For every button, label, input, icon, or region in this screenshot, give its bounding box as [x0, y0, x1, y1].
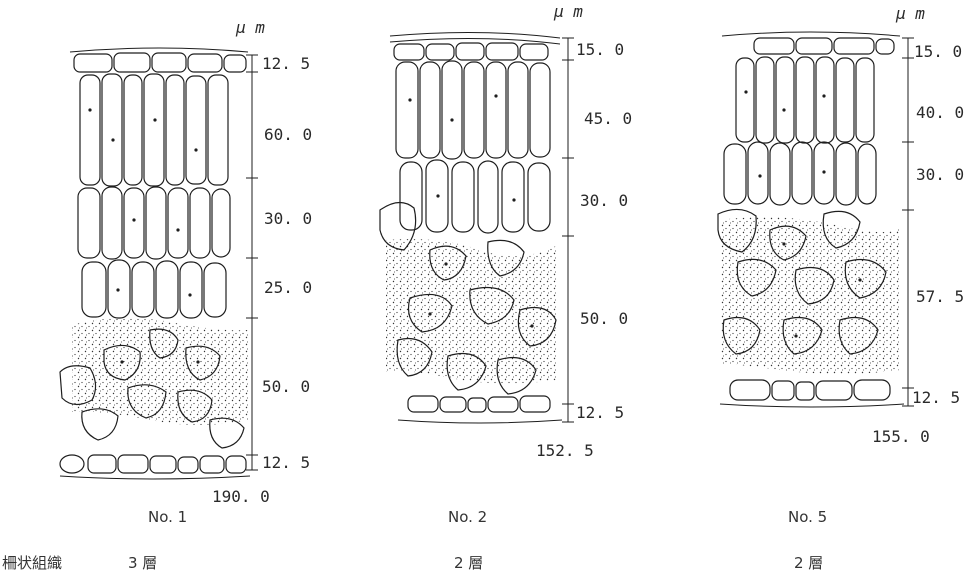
section-no5-layer-1: 15. 0	[914, 42, 962, 61]
palisade-count-no5: 2 層	[794, 554, 823, 572]
section-no1-layer-4: 25. 0	[264, 278, 312, 297]
section-no2-layer-3: 30. 0	[580, 191, 628, 210]
palisade-layer-row: 柵状組織 3 層 2 層 2 層	[2, 554, 823, 572]
section-no2-drawing	[380, 32, 562, 423]
section-no1-layer-1: 12. 5	[262, 54, 310, 73]
section-no1-layer-6: 12. 5	[262, 453, 310, 472]
section-no2-unit-label: μ m	[553, 2, 583, 21]
section-no1-caption: No. 1	[148, 508, 187, 526]
section-no5-drawing	[718, 32, 904, 407]
palisade-count-no2: 2 層	[454, 554, 483, 572]
section-no1-unit-label: μ m	[235, 18, 265, 37]
section-no1-layer-3: 30. 0	[264, 209, 312, 228]
palisade-row-label: 柵状組織	[2, 554, 62, 572]
section-no5-scale-bar	[902, 38, 914, 406]
section-no2-total: 152. 5	[536, 441, 594, 460]
section-no5-unit-label: μ m	[895, 4, 925, 23]
section-no5-total: 155. 0	[872, 427, 930, 446]
section-no5-layer-4: 57. 5	[916, 287, 964, 306]
section-no1-layer-2: 60. 0	[264, 125, 312, 144]
section-no5-caption: No. 5	[788, 508, 827, 526]
section-no5-layer-2: 40. 0	[916, 103, 964, 122]
section-no1-layer-5: 50. 0	[262, 377, 310, 396]
section-no2: μ m 15. 0 45. 0 30. 0 50. 0 12. 5 152. 5…	[380, 2, 632, 526]
section-no2-layer-2: 45. 0	[584, 109, 632, 128]
section-no5-layer-3: 30. 0	[916, 165, 964, 184]
section-no2-layer-1: 15. 0	[576, 40, 624, 59]
section-no2-layer-5: 12. 5	[576, 403, 624, 422]
section-no2-layer-4: 50. 0	[580, 309, 628, 328]
section-no2-caption: No. 2	[448, 508, 487, 526]
section-no1: μ m 12. 5 60. 0 30. 0 25. 0 50. 0 12. 5 …	[60, 18, 312, 526]
section-no2-scale-bar	[562, 38, 574, 422]
section-no1-drawing	[60, 48, 250, 479]
section-no1-total: 190. 0	[212, 487, 270, 506]
section-no5: μ m 15. 0 40. 0 30. 0 57. 5 12. 5 155. 0…	[718, 4, 964, 526]
section-no5-layer-5: 12. 5	[912, 388, 960, 407]
palisade-count-no1: 3 層	[128, 554, 157, 572]
